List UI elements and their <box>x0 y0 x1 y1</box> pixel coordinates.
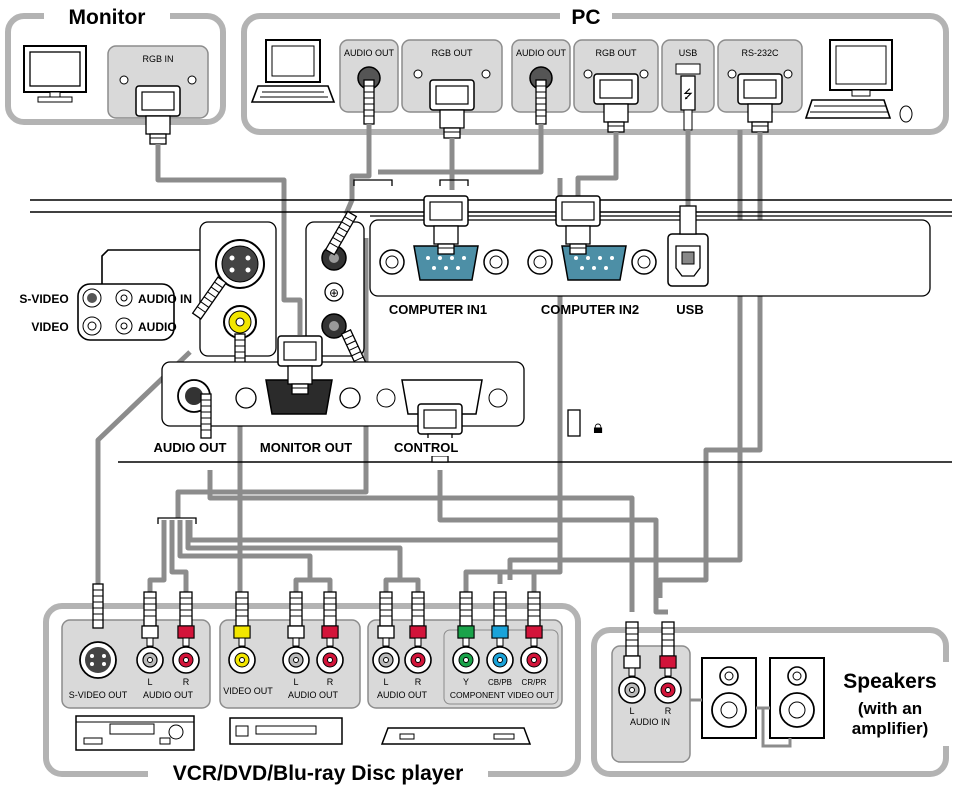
monitor-title: Monitor <box>69 6 146 29</box>
svg-text:AUDIO OUT: AUDIO OUT <box>516 48 567 58</box>
svg-text:CR/PR: CR/PR <box>522 678 547 687</box>
cables <box>95 124 763 615</box>
speakers-title: Speakers <box>843 670 936 693</box>
dvd-audio-l-plug <box>287 591 305 647</box>
usb-label: USB <box>676 302 703 317</box>
component-y-jack <box>452 646 480 674</box>
projector-usb-port <box>667 205 709 287</box>
svg-text:RGB OUT: RGB OUT <box>595 48 637 58</box>
svg-text:L: L <box>383 677 388 687</box>
svg-text:AUDIO OUT: AUDIO OUT <box>288 690 339 700</box>
computer-in2-label: COMPUTER IN2 <box>541 302 639 317</box>
svg-text:R: R <box>327 677 334 687</box>
svg-text:USB: USB <box>679 48 698 58</box>
svg-text:AUDIO OUT: AUDIO OUT <box>377 690 428 700</box>
desktop-pc-icon <box>804 39 913 123</box>
dvd-icon <box>229 717 343 745</box>
svg-text:R: R <box>415 677 422 687</box>
svg-text:L: L <box>293 677 298 687</box>
svg-text:R: R <box>183 677 190 687</box>
svg-text:Y: Y <box>463 677 469 687</box>
svg-text:AUDIO IN: AUDIO IN <box>630 717 670 727</box>
player-title: VCR/DVD/Blu-ray Disc player <box>173 762 464 785</box>
rs232c-plug <box>737 73 783 133</box>
pc-usb-port: USB ⭍ <box>661 39 715 131</box>
component-cb-jack <box>486 646 514 674</box>
pc-title: PC <box>571 6 600 29</box>
bd-audio-r-jack <box>404 646 432 674</box>
usb-icon: ⭍ <box>683 87 693 101</box>
svg-text:RGB OUT: RGB OUT <box>431 48 473 58</box>
svg-text:VIDEO OUT: VIDEO OUT <box>223 686 273 696</box>
svg-text:RS-232C: RS-232C <box>741 48 779 58</box>
svg-text:R: R <box>665 706 672 716</box>
pc2-rgb-plug <box>593 73 639 133</box>
svg-text:L: L <box>629 706 634 716</box>
svg-text:S-VIDEO OUT: S-VIDEO OUT <box>69 690 128 700</box>
pc2-audio-plug <box>535 79 547 125</box>
dvd-audio-l-jack <box>282 646 310 674</box>
projector-rails <box>30 199 952 463</box>
input-legend: S-VIDEO VIDEO AUDIO IN AUDIO <box>19 249 200 341</box>
vcr-audio-l-jack <box>136 646 164 674</box>
bd-audio-l-jack <box>372 646 400 674</box>
component-cr-jack <box>520 646 548 674</box>
speakers-subtitle-1: (with an <box>858 699 922 718</box>
svg-text:AUDIO OUT: AUDIO OUT <box>143 690 194 700</box>
speaker-audio-r-jack <box>654 676 682 704</box>
svg-text:CB/PB: CB/PB <box>488 678 512 687</box>
video-out-jack <box>228 646 256 674</box>
svg-text:COMPONENT VIDEO OUT: COMPONENT VIDEO OUT <box>450 690 554 700</box>
svg-text:VIDEO: VIDEO <box>31 320 68 334</box>
vcr-audio-l-plug <box>141 591 159 647</box>
security-slot <box>567 409 581 437</box>
speaker-audio-l-plug <box>623 621 641 677</box>
computer-in1-port <box>379 245 509 281</box>
svg-text:RGB IN: RGB IN <box>142 54 173 64</box>
svg-text:S-VIDEO: S-VIDEO <box>19 292 68 306</box>
pc1-audio-plug <box>363 79 375 125</box>
speaker-audio-l-jack <box>618 676 646 704</box>
audio-out-label: AUDIO OUT <box>154 440 227 455</box>
svg-text:AUDIO IN: AUDIO IN <box>138 292 192 306</box>
speakers-subtitle-2: amplifier) <box>852 719 929 738</box>
dvd-audio-r-jack <box>316 646 344 674</box>
kensington-lock-icon: 🔒︎ <box>593 417 603 438</box>
computer-in1-label: COMPUTER IN1 <box>389 302 487 317</box>
projector-audio-out-plug <box>200 393 212 439</box>
svg-text:AUDIO OUT: AUDIO OUT <box>344 48 395 58</box>
control-label: CONTROL <box>394 440 458 455</box>
monitor-icon <box>23 45 87 103</box>
monitor-cable-plug <box>135 85 181 145</box>
laptop-icon <box>250 39 336 103</box>
s-video-out-plug <box>92 583 104 629</box>
svg-text:AUDIO: AUDIO <box>138 320 177 334</box>
bluray-icon <box>380 727 532 745</box>
audio-link-icon <box>324 282 344 302</box>
monitor-out-label: MONITOR OUT <box>260 440 352 455</box>
bd-audio-l-plug <box>377 591 395 647</box>
svg-text:⊕: ⊕ <box>329 286 339 300</box>
svg-text:L: L <box>147 677 152 687</box>
s-video-out-port <box>79 641 117 679</box>
vcr-icon <box>75 715 195 751</box>
vcr-audio-r-jack <box>172 646 200 674</box>
speaker-right-icon <box>769 657 825 739</box>
speaker-left-icon <box>701 657 757 739</box>
